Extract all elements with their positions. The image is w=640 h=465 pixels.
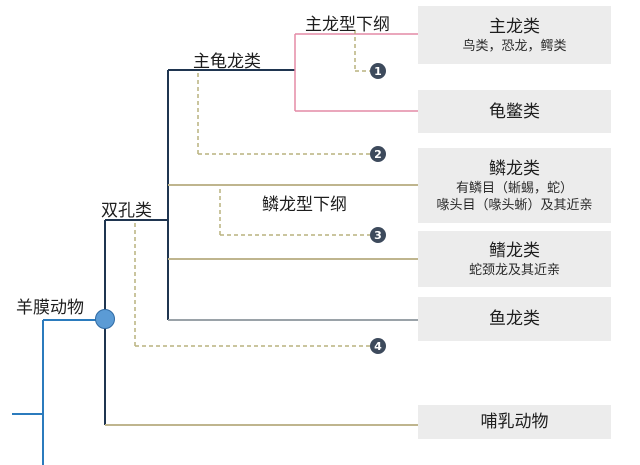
box-turtles-name: 龟鳖类 xyxy=(489,101,540,122)
box-mammals: 哺乳动物 xyxy=(418,405,611,439)
box-lepidosaurs-name: 鳞龙类 xyxy=(489,158,540,179)
marker-4: 4 xyxy=(370,338,386,354)
box-lepidosaurs: 鳞龙类 有鳞目（蜥蜴，蛇） 喙头目（喙头蜥）及其近亲 xyxy=(418,148,611,223)
label-archelosauria: 主龟龙类 xyxy=(193,52,261,72)
marker-2: 2 xyxy=(370,146,386,162)
box-archosaurs-name: 主龙类 xyxy=(489,16,540,37)
label-archosauromorpha: 主龙型下纲 xyxy=(305,15,390,35)
marker-1: 1 xyxy=(370,63,386,79)
box-archosaurs-sub: 鸟类，恐龙，鳄类 xyxy=(462,38,567,54)
box-ichthyosaurs: 鱼龙类 xyxy=(418,297,611,341)
box-sauropterygia-sub: 蛇颈龙及其近亲 xyxy=(468,262,560,278)
label-lepidosauromorpha: 鳞龙型下纲 xyxy=(262,195,347,215)
khaki-branches xyxy=(105,184,418,426)
box-lepidosaurs-sub2: 喙头目（喙头蜥）及其近亲 xyxy=(436,197,593,213)
box-lepidosaurs-sub1: 有鳞目（蜥蜴，蛇） xyxy=(455,180,573,196)
label-amniota: 羊膜动物 xyxy=(16,298,84,318)
box-mammals-name: 哺乳动物 xyxy=(480,412,549,432)
box-turtles: 龟鳖类 xyxy=(418,90,611,133)
ghost-lineages xyxy=(134,30,370,347)
label-diapsida: 双孔类 xyxy=(101,201,152,221)
box-ichthyosaurs-name: 鱼龙类 xyxy=(489,309,540,329)
box-archosaurs: 主龙类 鸟类，恐龙，鳄类 xyxy=(418,6,611,64)
amniote-node-circle xyxy=(95,309,115,329)
box-sauropterygia: 鳍龙类 蛇颈龙及其近亲 xyxy=(418,231,611,287)
root-branch xyxy=(12,319,98,465)
marker-3: 3 xyxy=(370,227,386,243)
box-sauropterygia-name: 鳍龙类 xyxy=(489,240,540,261)
diapsid-branch xyxy=(104,69,295,425)
archelosaur-split xyxy=(294,33,418,112)
